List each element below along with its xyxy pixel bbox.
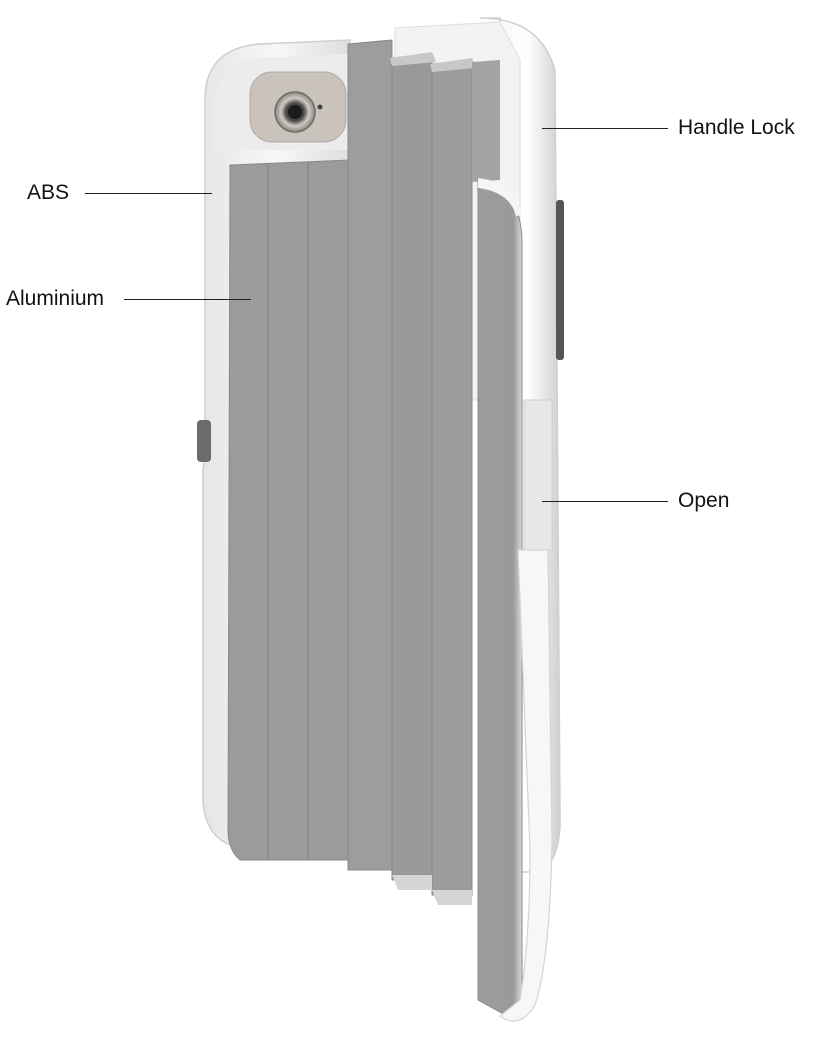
handle-lock-label: Handle Lock [678, 116, 795, 139]
handle-lock-leader-line [542, 128, 668, 129]
selfie-handle [477, 177, 553, 1022]
open-leader-line [542, 501, 668, 502]
open-label: Open [678, 489, 730, 512]
aluminium-label: Aluminium [6, 287, 105, 310]
abs-leader-line [85, 193, 212, 194]
abs-label: ABS [27, 181, 70, 204]
aluminium-leader-line [124, 299, 251, 300]
aluminium-panels [227, 39, 500, 905]
